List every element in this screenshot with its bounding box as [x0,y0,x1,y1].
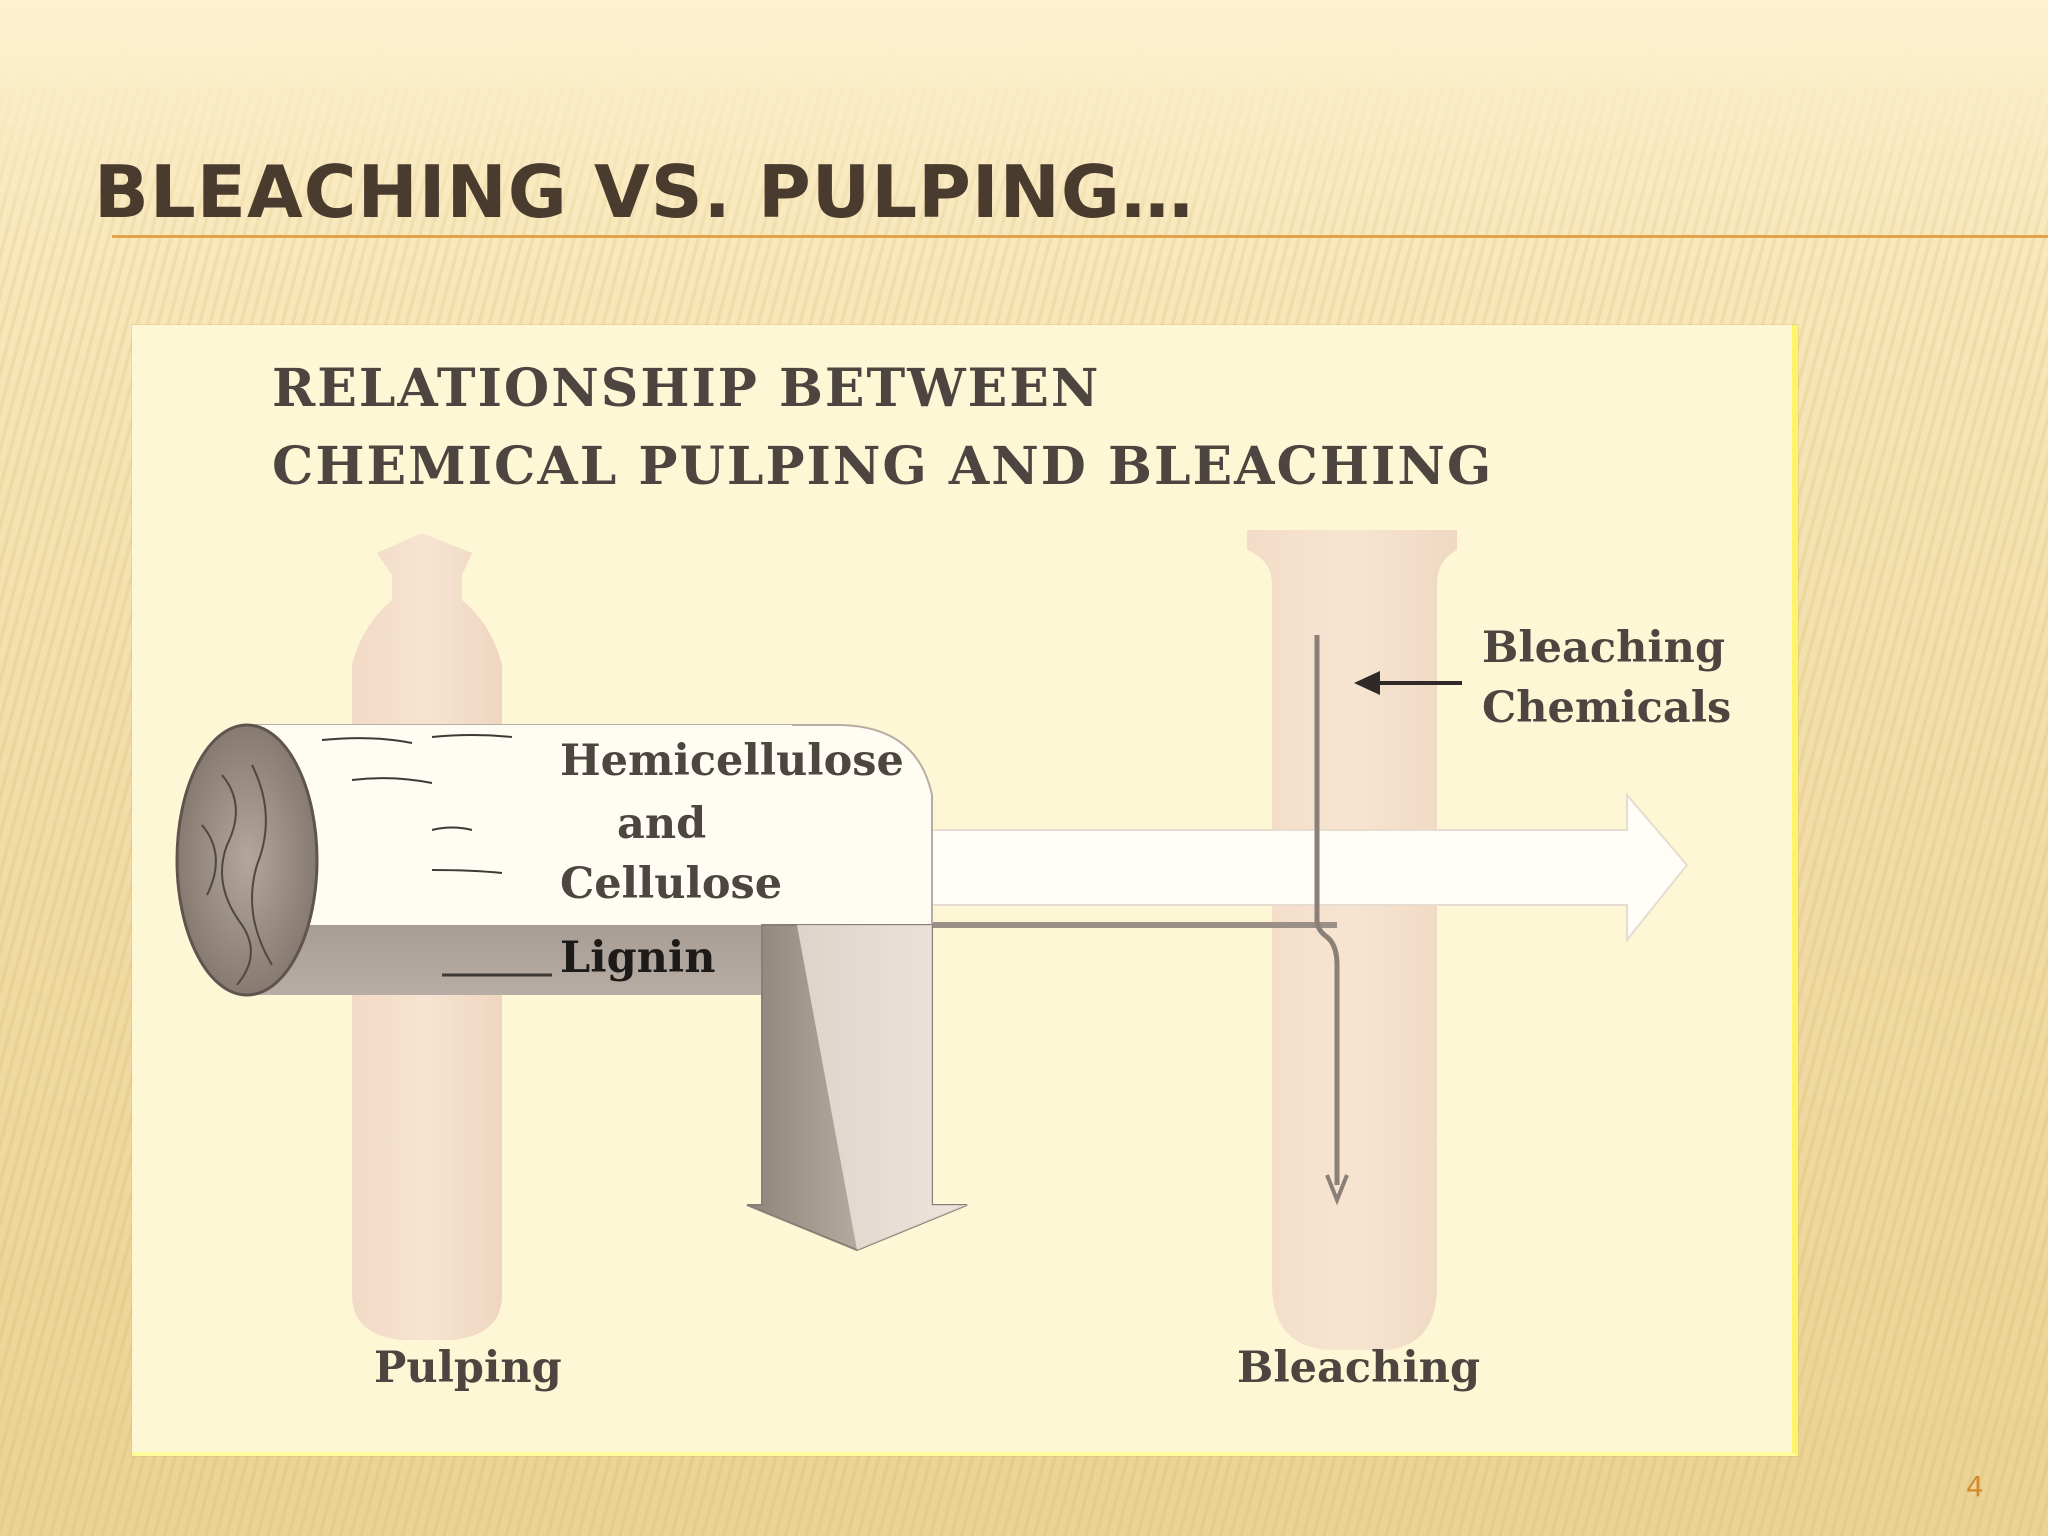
figure-title-line2: CHEMICAL PULPING AND BLEACHING [272,436,1494,497]
label-bleaching: Bleaching [1237,1343,1481,1393]
label-bleaching-chemicals-line1: Bleaching [1482,623,1726,673]
diagram-graphics [175,530,1689,1350]
label-hemicellulose: Hemicellulose [560,736,904,786]
diagram-figure: RELATIONSHIP BETWEEN CHEMICAL PULPING AN… [132,325,1798,1456]
label-and: and [617,799,707,849]
label-pulping: Pulping [374,1343,562,1393]
label-cellulose: Cellulose [560,859,783,909]
label-bleaching-chemicals-line2: Chemicals [1482,683,1732,733]
bleaching-chemicals-arrow [1314,635,1462,1206]
background-top-band [0,0,2048,90]
figure-title-line1: RELATIONSHIP BETWEEN [272,358,1101,419]
slide-title: BLEACHING VS. PULPING… [94,150,1194,234]
bleaching-tube [1247,530,1457,1350]
wood-log [175,723,968,1252]
page-number: 4 [1966,1470,1984,1503]
label-lignin: Lignin [560,933,716,983]
title-underline [112,235,2048,238]
